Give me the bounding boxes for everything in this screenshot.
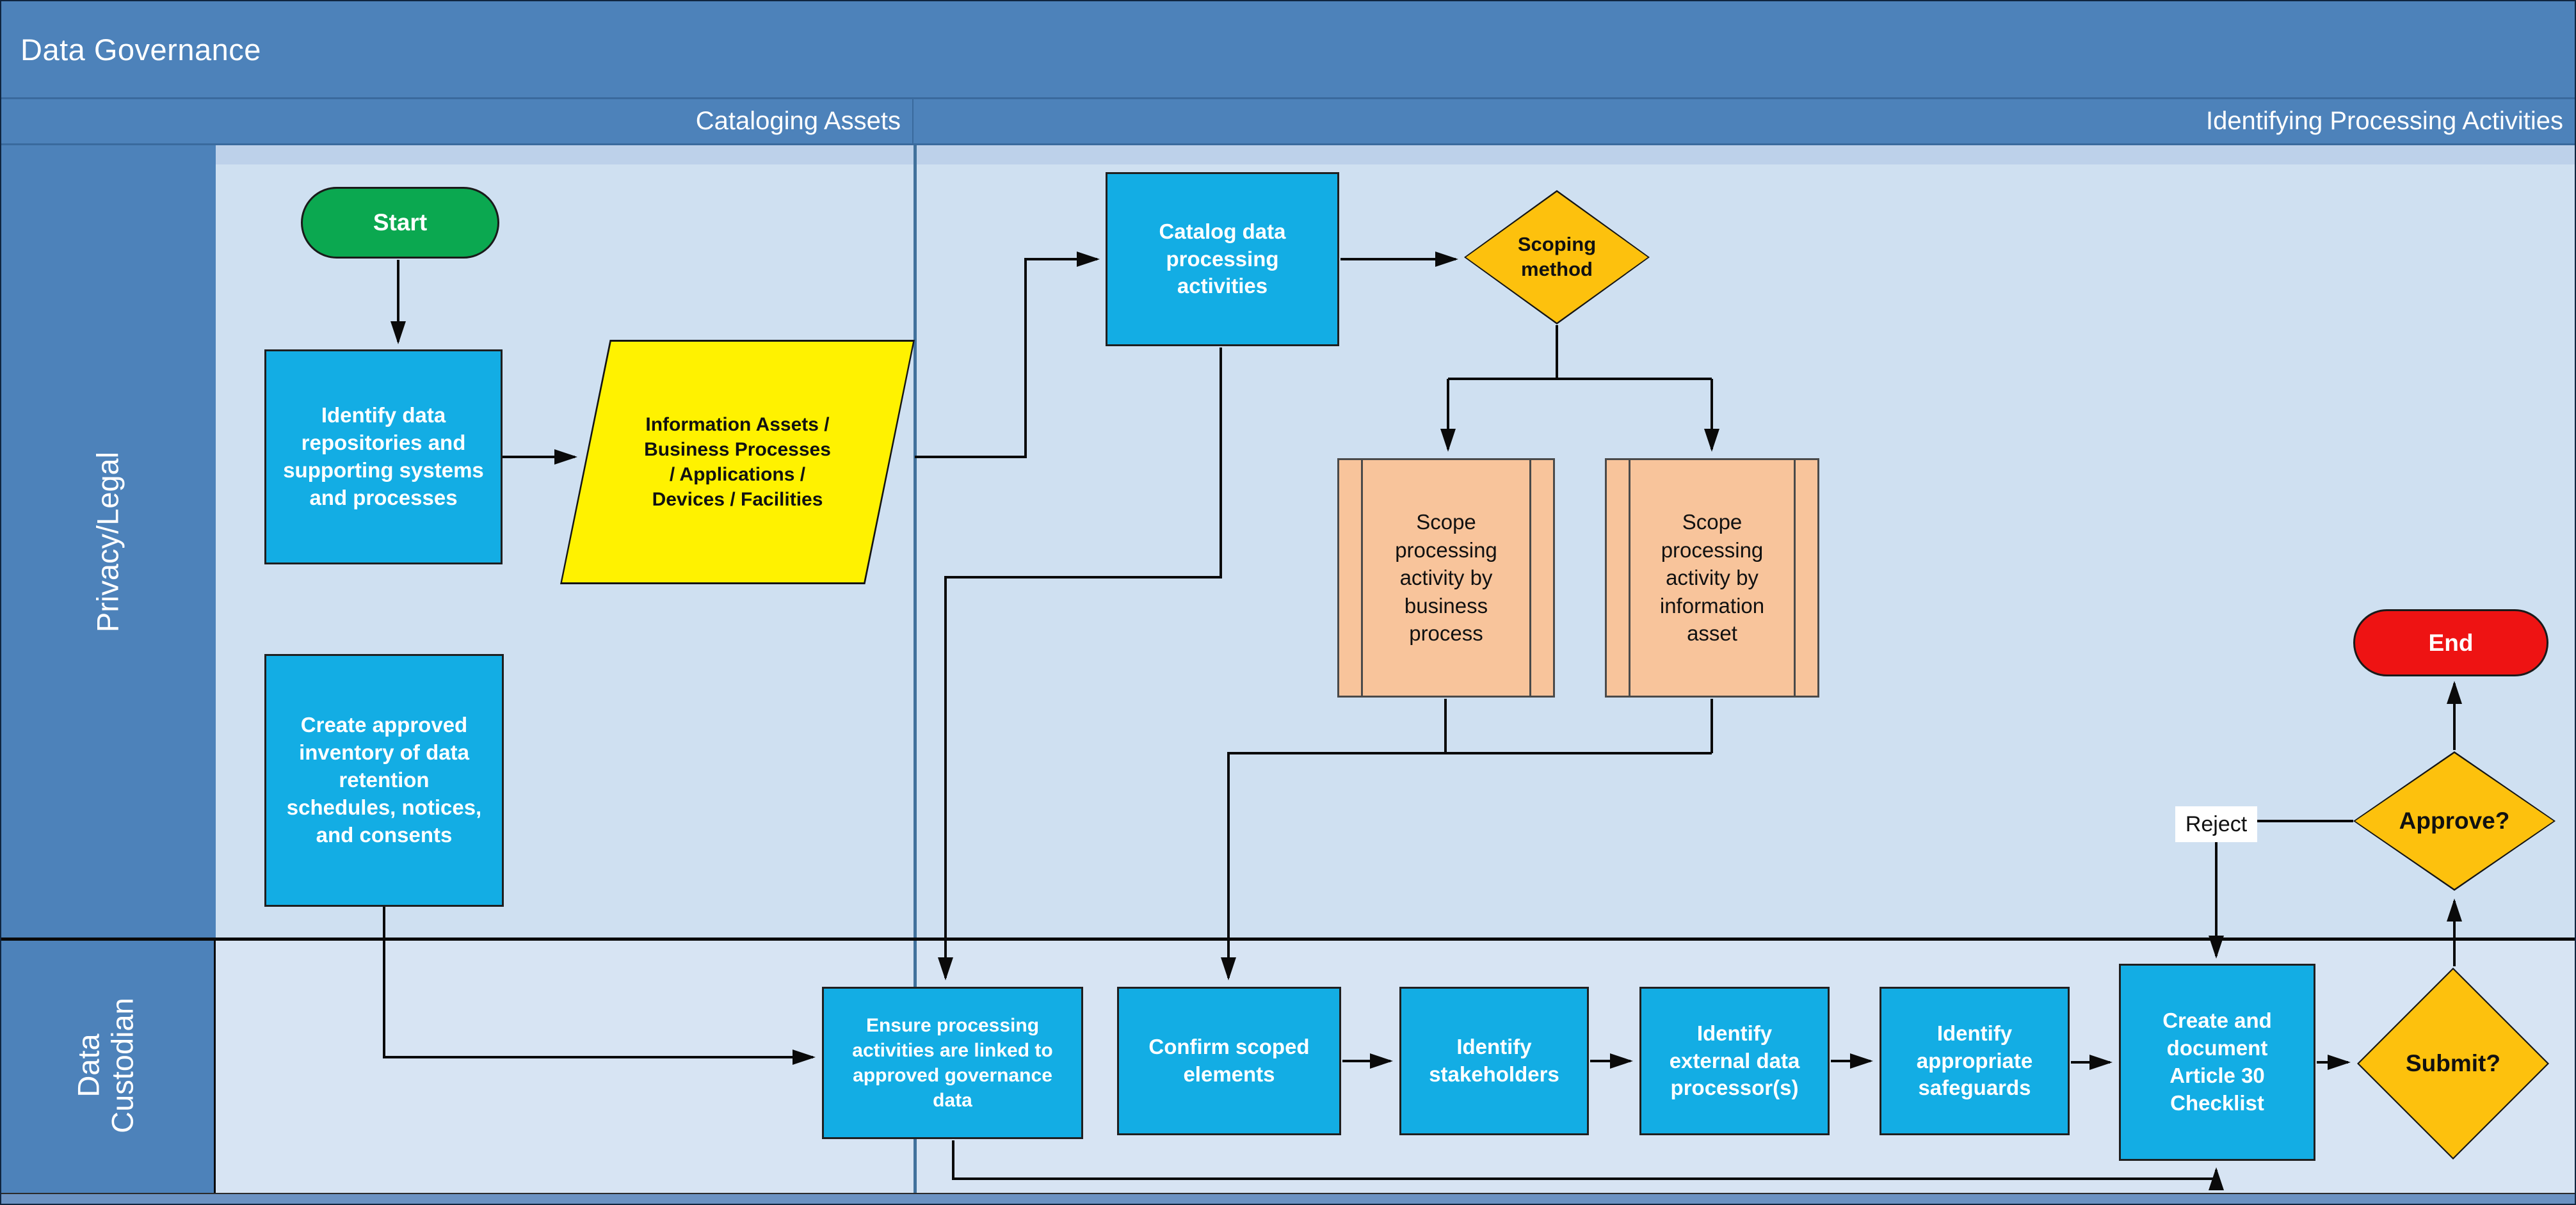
process-identify-external-data-processors: Identify external data processor(s) bbox=[1639, 987, 1830, 1135]
diagram-title-bar: Data Governance bbox=[1, 1, 2575, 97]
header-shadow-band bbox=[216, 145, 2575, 164]
process-confirm-scoped-elements: Confirm scoped elements bbox=[1117, 987, 1341, 1135]
node-label: Information Assets / Business Processes … bbox=[644, 414, 831, 510]
process-create-article-30-checklist: Create and document Article 30 Checklist bbox=[2119, 964, 2315, 1161]
node-label: Submit? bbox=[2406, 1050, 2500, 1076]
node-label: End bbox=[2428, 629, 2474, 656]
phase-header-row: Cataloging Assets Identifying Processing… bbox=[1, 97, 2575, 145]
node-label: Create approved inventory of data retent… bbox=[286, 713, 482, 847]
node-label: Scope processing activity by business pr… bbox=[1395, 510, 1497, 646]
phase-cataloging-assets: Cataloging Assets bbox=[1, 99, 914, 143]
predefined-scope-by-business-process: Scope processing activity by business pr… bbox=[1337, 458, 1555, 698]
node-label: Start bbox=[373, 209, 428, 235]
node-label: Scope processing activity by information… bbox=[1659, 510, 1765, 646]
terminator-start: Start bbox=[301, 187, 499, 259]
process-identify-stakeholders: Identify stakeholders bbox=[1399, 987, 1589, 1135]
data-information-assets: Information Assets / Business Processes … bbox=[560, 340, 915, 584]
node-label: Create and document Article 30 Checklist bbox=[2162, 1009, 2272, 1115]
node-label: Approve? bbox=[2399, 808, 2510, 834]
process-ensure-activities-linked: Ensure processing activities are linked … bbox=[822, 987, 1083, 1139]
node-label: Catalog data processing activities bbox=[1159, 219, 1286, 298]
predefined-scope-by-information-asset: Scope processing activity by information… bbox=[1605, 458, 1819, 698]
lane-header-privacy-legal bbox=[1, 145, 216, 939]
phase-divider-line bbox=[914, 145, 917, 1193]
process-identify-data-repositories: Identify data repositories and supportin… bbox=[264, 349, 503, 564]
node-label: Identify data repositories and supportin… bbox=[283, 403, 484, 509]
edge-infoassets-catalog bbox=[915, 251, 1100, 458]
terminator-end: End bbox=[2353, 609, 2548, 676]
lane-boundary-line bbox=[1, 938, 2575, 941]
edge-catalog-ensure bbox=[938, 347, 1222, 980]
phase-label: Identifying Processing Activities bbox=[2205, 107, 2563, 135]
node-label: Ensure processing activities are linked … bbox=[852, 1015, 1053, 1111]
lane-header-data-custodian bbox=[1, 939, 216, 1193]
node-label: Identify appropriate safeguards bbox=[1916, 1021, 2033, 1100]
process-identify-appropriate-safeguards: Identify appropriate safeguards bbox=[1880, 987, 2070, 1135]
process-catalog-data-processing-activities: Catalog data processing activities bbox=[1106, 172, 1339, 346]
node-label: Confirm scoped elements bbox=[1148, 1035, 1310, 1086]
node-label: Scoping method bbox=[1517, 233, 1597, 280]
phase-identifying-processing-activities: Identifying Processing Activities bbox=[914, 99, 2575, 143]
edge-label-reject: Reject bbox=[2175, 806, 2257, 842]
edge-inventory-ensure bbox=[383, 907, 816, 1065]
phase-label: Cataloging Assets bbox=[695, 107, 901, 135]
bottom-phase-strip bbox=[1, 1193, 2575, 1204]
edge-ensure-article30 bbox=[952, 1140, 2224, 1190]
process-create-approved-inventory: Create approved inventory of data retent… bbox=[264, 654, 504, 907]
edge-merge-confirm bbox=[1221, 752, 1712, 980]
diagram-title: Data Governance bbox=[20, 32, 261, 67]
data-shape-fill: Information Assets / Business Processes … bbox=[562, 342, 913, 582]
node-label: Identify stakeholders bbox=[1429, 1035, 1559, 1086]
node-label: Identify external data processor(s) bbox=[1669, 1021, 1800, 1100]
